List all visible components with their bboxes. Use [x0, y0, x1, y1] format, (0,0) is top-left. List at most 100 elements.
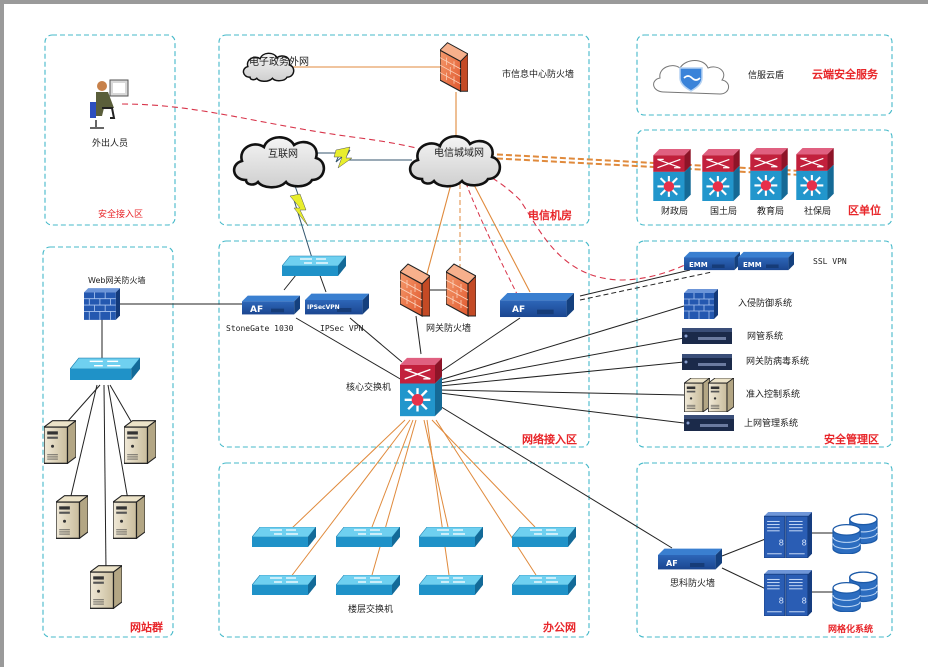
internet-cloud-icon[interactable] — [232, 135, 326, 189]
egov-extranet-label: 电子政务外网 — [249, 57, 309, 68]
web-server-icon[interactable] — [124, 420, 156, 464]
district-unit-label: 教育局 — [757, 207, 785, 217]
af-badge: AF — [250, 305, 264, 315]
nms-system-icon[interactable] — [682, 328, 732, 344]
gateway-antivirus-icon[interactable] — [682, 354, 732, 370]
remote-user-icon[interactable] — [90, 79, 129, 129]
link-af-emm-dashed — [579, 271, 713, 301]
xinfu-cloud-shield-icon[interactable] — [653, 60, 729, 95]
link-core-behavior — [439, 392, 685, 424]
link-remote-user-ssl-vpn — [121, 103, 706, 281]
city-center-firewall-icon[interactable] — [440, 42, 468, 92]
web-gateway-firewall-label: Web网关防火墙 — [88, 276, 146, 285]
web-server-icon[interactable] — [56, 495, 88, 539]
link-core-ips — [439, 305, 685, 381]
zone-grid-system — [636, 462, 893, 638]
af-badge: AF — [666, 559, 678, 568]
zone-secure-access — [44, 34, 176, 226]
link-af-core — [439, 317, 521, 373]
district-switch-icon[interactable] — [796, 148, 834, 200]
ipsec-vpn-badge: IPSecVPN — [307, 304, 340, 311]
link-core-nac — [439, 389, 685, 396]
city-center-firewall-label: 市信息中心防火墙 — [502, 70, 575, 80]
zone-label-website-group: 网站群 — [130, 621, 163, 634]
emm-badge: EMM — [743, 261, 762, 269]
nac-server-2-icon[interactable] — [708, 378, 734, 412]
behavior-mgmt-icon[interactable] — [684, 415, 734, 431]
blade-server-1-icon[interactable] — [764, 512, 812, 558]
xinfu-cloud-shield-label: 信服云盾 — [748, 71, 785, 81]
zone-office-network — [218, 462, 590, 638]
sike-firewall-label: 思科防火墙 — [670, 579, 716, 589]
floor-switch-icon[interactable] — [512, 527, 576, 547]
links-core-floor-switches — [289, 419, 537, 579]
security-system-label: 准入控制系统 — [746, 390, 801, 400]
database-2-icon[interactable] — [832, 571, 878, 612]
access-switch-icon[interactable] — [282, 255, 346, 277]
link-af-emm — [579, 269, 691, 297]
security-system-label: 网管系统 — [747, 332, 784, 342]
web-server-icon[interactable] — [113, 495, 145, 539]
floor-switch-icon[interactable] — [336, 527, 400, 547]
district-switch-icon[interactable] — [702, 149, 740, 201]
zone-website-group — [42, 246, 174, 638]
nac-server-1-icon[interactable] — [684, 378, 710, 412]
link-core-av — [439, 361, 685, 387]
link-sw-srv3 — [69, 384, 98, 501]
zone-network-access — [218, 240, 590, 448]
link-sw-srv5 — [103, 384, 107, 571]
database-1-icon[interactable] — [832, 513, 878, 554]
internet-label: 互联网 — [268, 149, 298, 160]
core-switch-label: 核心交换机 — [346, 383, 392, 393]
link-sike-blade2 — [721, 567, 769, 591]
district-switch-icon[interactable] — [750, 148, 788, 200]
floor-switch-icon[interactable] — [419, 527, 483, 547]
link-ipsec-core — [349, 317, 403, 363]
zone-district-units — [636, 129, 893, 226]
zone-security-mgmt — [636, 240, 893, 448]
blade-server-2-icon[interactable] — [764, 570, 812, 616]
floor-switch-icon[interactable] — [512, 575, 576, 595]
link-core-sike — [437, 404, 673, 549]
af-badge: AF — [512, 305, 526, 315]
gateway-firewall-2-icon[interactable] — [446, 263, 476, 317]
website-switch-icon[interactable] — [70, 356, 140, 382]
zone-label-grid-system: 网格化系统 — [828, 625, 874, 635]
zone-label-security-mgmt: 安全管理区 — [824, 433, 879, 446]
ssl-vpn-label: SSL VPN — [813, 257, 847, 266]
web-gateway-firewall-icon[interactable] — [84, 288, 120, 320]
district-unit-label: 国土局 — [710, 207, 738, 217]
telecom-metro-label: 电信城域网 — [434, 148, 484, 159]
floor-switch-icon[interactable] — [419, 575, 483, 595]
link-gwfw-core — [415, 315, 422, 355]
link-sike-blade1 — [721, 537, 769, 557]
gateway-firewall-1-icon[interactable] — [400, 263, 430, 317]
web-server-icon[interactable] — [90, 565, 122, 609]
floor-switch-icon[interactable] — [252, 527, 316, 547]
zone-telecom-room — [218, 34, 590, 226]
security-system-label: 上网管理系统 — [744, 419, 799, 429]
remote-user-label: 外出人员 — [92, 139, 129, 149]
emm-badge: EMM — [689, 261, 708, 269]
link-sw-srv4 — [107, 384, 129, 501]
security-system-label: 入侵防御系统 — [738, 299, 793, 309]
floor-switch-icon[interactable] — [336, 575, 400, 595]
zone-label-telecom-room: 电信机房 — [528, 209, 572, 222]
telecom-metro-cloud-icon[interactable] — [408, 134, 502, 188]
lightning-icon — [333, 146, 353, 169]
floor-switch-label: 楼层交换机 — [348, 605, 394, 615]
ips-system-icon[interactable] — [684, 288, 718, 320]
ipsec-vpn-label: IPSec VPN — [320, 324, 364, 333]
floor-switch-icon[interactable] — [252, 575, 316, 595]
web-server-icon[interactable] — [44, 420, 76, 464]
core-switch-icon[interactable] — [400, 356, 442, 418]
lightning-icon — [289, 193, 309, 227]
zone-label-secure-access: 安全接入区 — [98, 210, 144, 220]
gateway-firewall-label: 网关防火墙 — [426, 324, 472, 334]
district-unit-label: 财政局 — [661, 207, 689, 217]
district-unit-label: 社保局 — [804, 207, 832, 217]
district-switch-icon[interactable] — [653, 149, 691, 201]
zone-label-network-access: 网络接入区 — [522, 433, 577, 446]
zone-label-cloud-service: 云端安全服务 — [812, 68, 878, 81]
